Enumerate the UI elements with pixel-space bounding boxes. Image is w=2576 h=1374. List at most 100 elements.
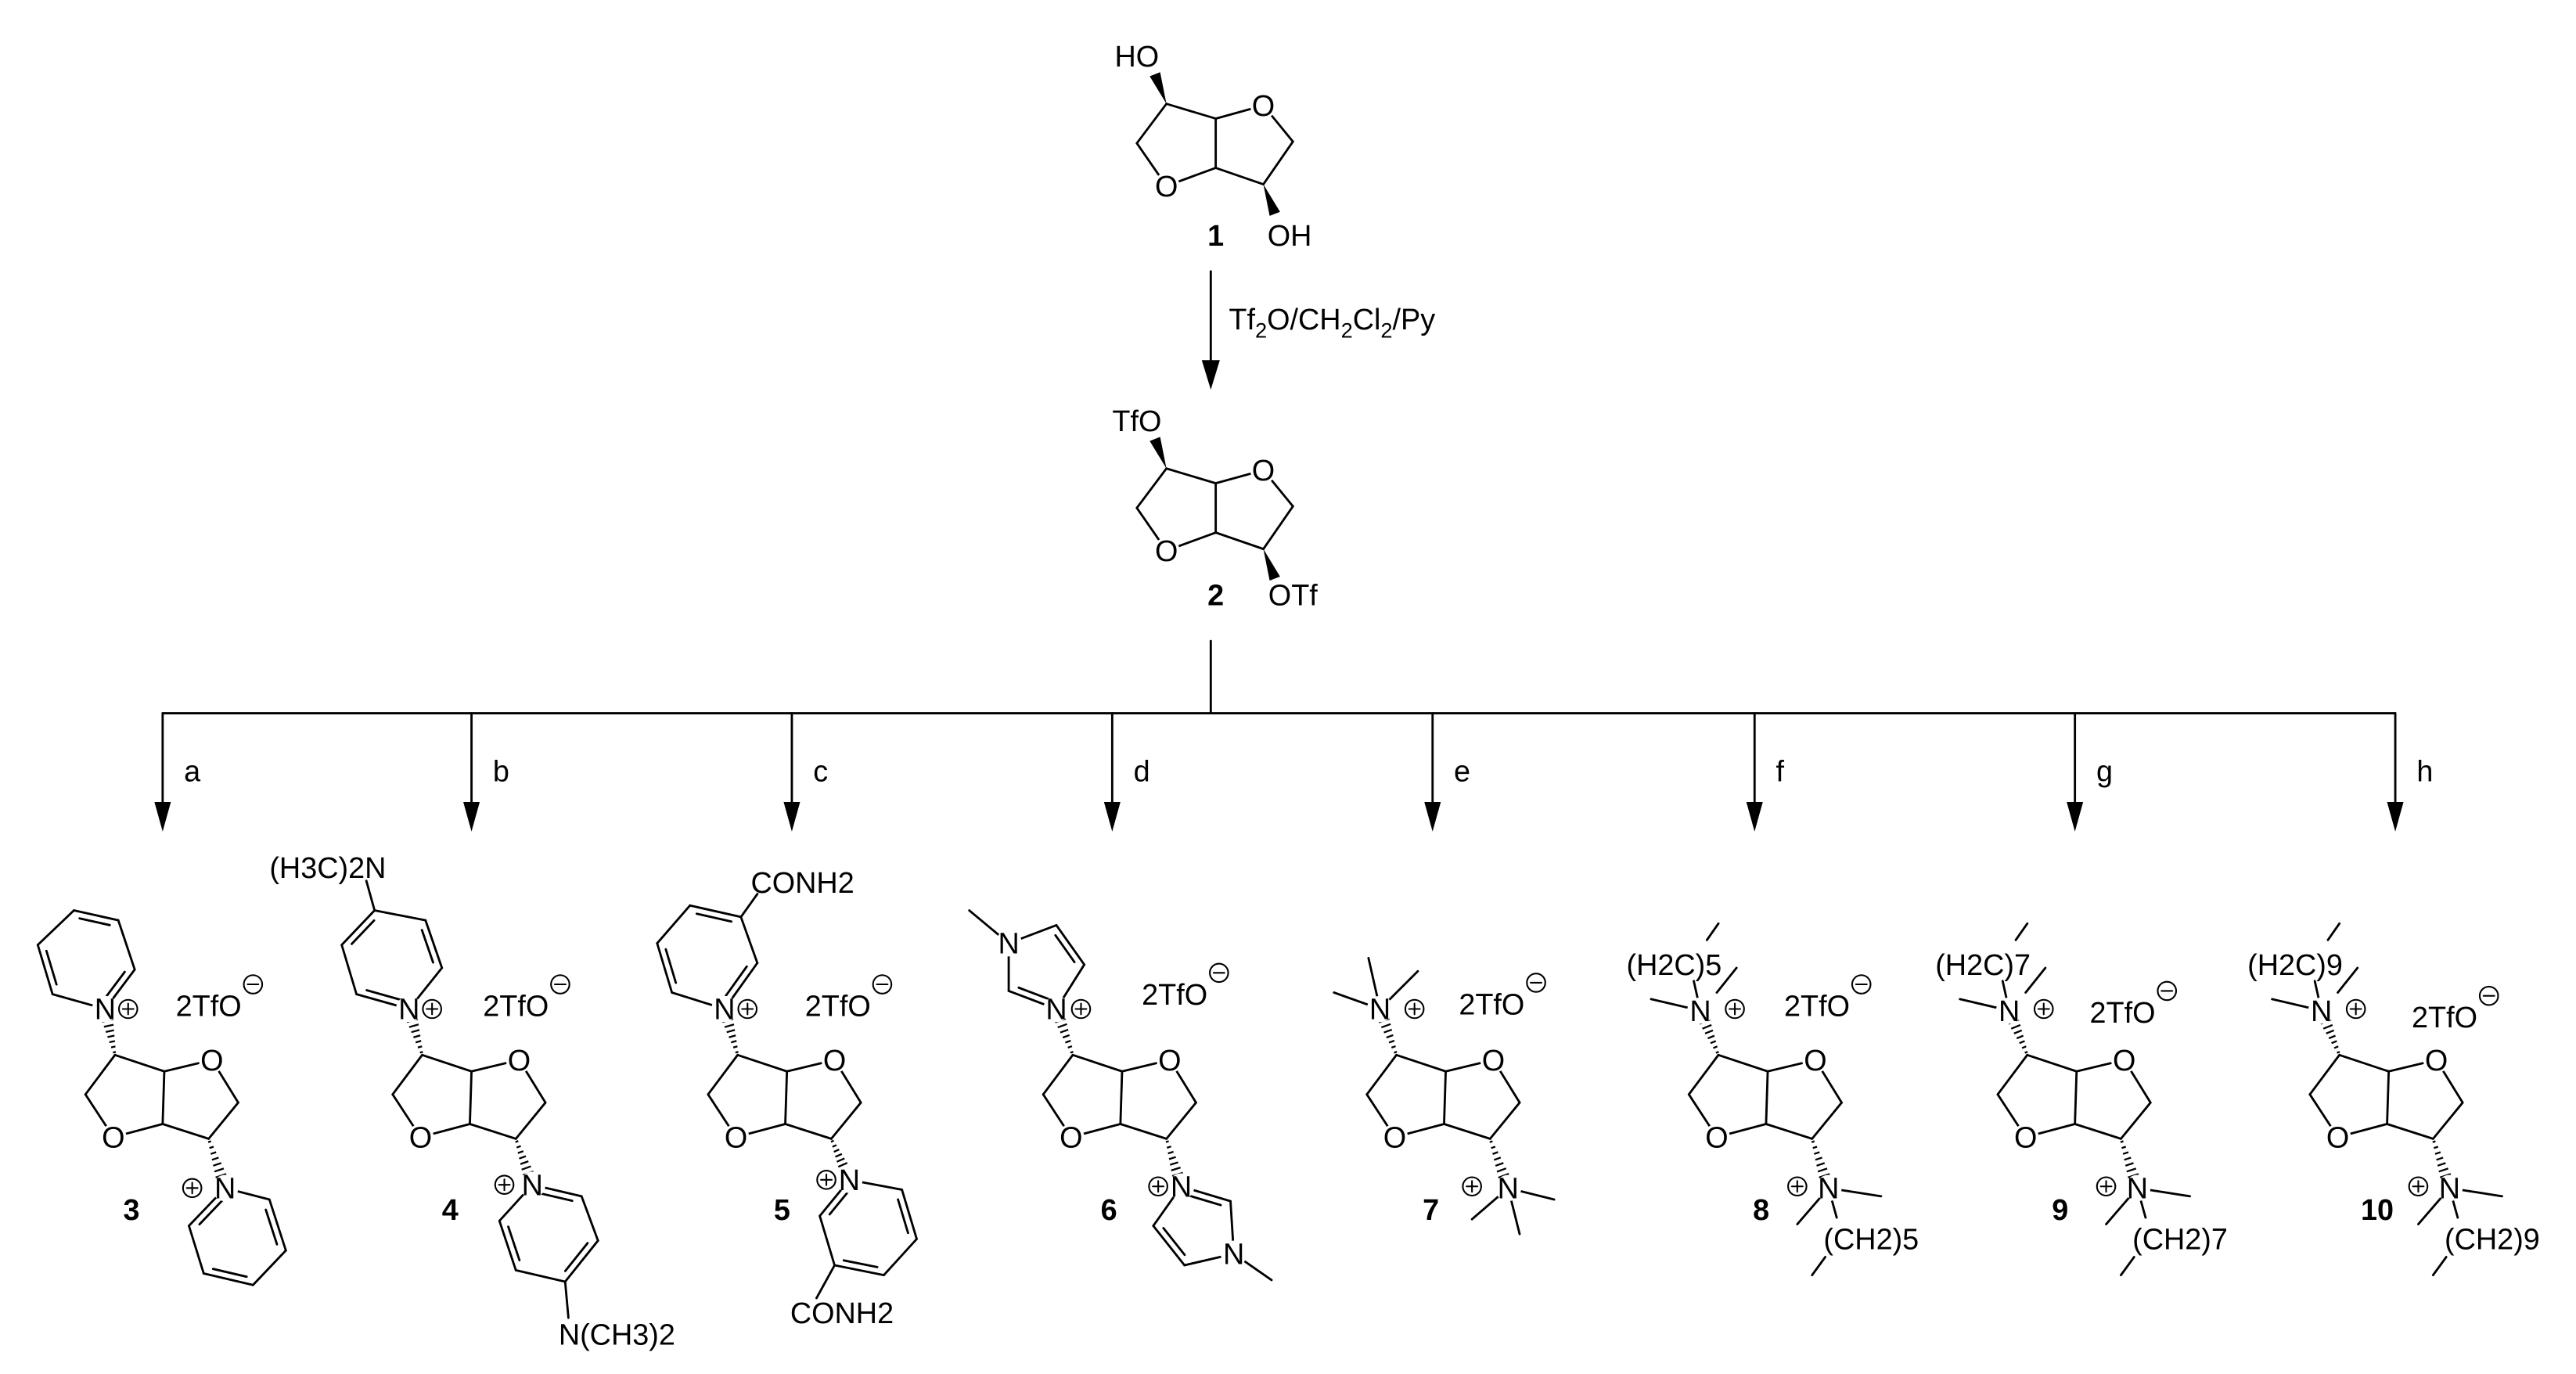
circled-plus-icon: [117, 998, 139, 1020]
atom-label-background: [995, 930, 1022, 957]
hash: [209, 1146, 214, 1149]
atom-label-background: [1220, 1240, 1247, 1268]
atom-label-background: [711, 995, 738, 1023]
ring-bond: [1443, 1123, 1491, 1140]
ring-bond: [1687, 1053, 1720, 1096]
terminal-methyl-bond: [2431, 1256, 2448, 1277]
compound-label: 2: [1207, 580, 1224, 613]
hash: [1813, 1151, 1820, 1155]
inner-double-bond: [198, 1197, 225, 1226]
ring-bond: [73, 909, 120, 922]
hash: [1702, 1023, 1712, 1030]
inner-double-bond: [897, 1198, 909, 1235]
hash: [2436, 1156, 2444, 1161]
compound-label: 4: [442, 1194, 459, 1227]
charge-ring: [1462, 1176, 1482, 1197]
pyridinium-ring: [656, 904, 759, 1010]
ring-oxygen: O: [508, 1045, 531, 1077]
ring-bond: [161, 1070, 166, 1125]
hash: [830, 1139, 834, 1143]
pyridinium-ring: [188, 1186, 287, 1286]
hash: [730, 1040, 737, 1044]
hash: [213, 1162, 222, 1167]
ring-bond: [829, 1101, 862, 1140]
atom-label-background: [2324, 1124, 2351, 1151]
route-arrow-head-e: [1424, 801, 1441, 832]
ring-bond: [739, 915, 759, 965]
charge-ring: [1070, 998, 1092, 1020]
inner-double-bond: [264, 1208, 279, 1246]
ring-bond: [1152, 1225, 1186, 1267]
atom-label-background: [519, 1171, 546, 1198]
hash: [211, 1156, 219, 1161]
hash: [2328, 1034, 2336, 1040]
route-label-c: c: [813, 755, 828, 788]
compound-label: 1: [1207, 220, 1224, 253]
circled-minus-icon: [871, 973, 894, 995]
atom-label-background: [1704, 1124, 1730, 1151]
route-label-g: g: [2096, 755, 2113, 788]
ring-bond: [1443, 1070, 1447, 1125]
circled-plus-icon: [1070, 998, 1092, 1020]
circled-plus-icon: [1461, 1175, 1483, 1197]
inner-double-bond: [664, 948, 678, 984]
atom-label-background: [2110, 1046, 2138, 1074]
ring-bond: [2386, 1123, 2434, 1140]
terminal-methyl-bond: [2014, 922, 2029, 941]
hash: [832, 1144, 837, 1148]
hash: [1707, 1034, 1715, 1040]
inner-double-bond: [45, 949, 58, 986]
hash: [2322, 1023, 2333, 1030]
hash: [1492, 1151, 1498, 1155]
ring-bond: [1262, 505, 1294, 551]
ring-bond: [2074, 1070, 2078, 1125]
counterion: 2TfO: [805, 991, 871, 1023]
hashed-wedge-bond: [1811, 1140, 1830, 1178]
ring-bond: [1811, 1101, 1843, 1140]
nitrogen-atom: N: [1223, 1239, 1244, 1271]
ring-bond: [2074, 1123, 2122, 1140]
ring-bond: [2431, 1101, 2464, 1140]
route-arrow-head-a: [154, 801, 171, 832]
cationic-nitrogen: N: [95, 994, 116, 1027]
ring-oxygen: O: [1804, 1045, 1826, 1077]
hash: [2331, 1040, 2337, 1045]
compound-label: 3: [123, 1194, 139, 1227]
hash: [1391, 1045, 1396, 1049]
hashed-wedge-bond: [2120, 1140, 2139, 1178]
hash: [107, 1034, 115, 1038]
ring-bond: [1119, 1123, 1168, 1140]
alkyl-chain-bond: [2337, 966, 2359, 994]
alkyl-chain-bond: [2024, 966, 2047, 994]
bonds: [340, 879, 599, 1319]
hash: [214, 1167, 225, 1173]
atom-label-background: [1802, 1046, 1829, 1074]
charge-ring: [117, 998, 139, 1020]
hash: [109, 1040, 116, 1044]
hash: [1816, 1162, 1826, 1167]
ring-bond: [469, 1070, 473, 1125]
ring-bond: [1165, 1101, 1197, 1140]
hashed-wedge-bond: [830, 1139, 851, 1173]
compound-label: 10: [2361, 1194, 2394, 1227]
ring-bond: [2026, 1053, 2078, 1073]
alkyl-chain: (H2C)5: [1626, 949, 1722, 982]
hash: [1817, 1167, 1828, 1173]
ring-bond: [340, 944, 358, 996]
compound-label: 6: [1101, 1194, 1117, 1227]
hash: [1167, 1150, 1174, 1155]
ring-oxygen: O: [2113, 1045, 2135, 1077]
hash: [1812, 1146, 1818, 1149]
atom-label-background: [505, 1046, 533, 1074]
counterion: 2TfO: [483, 991, 549, 1023]
ring-bond: [784, 1123, 833, 1140]
charge-ring: [2096, 1176, 2117, 1197]
compound-label: 5: [774, 1194, 790, 1227]
